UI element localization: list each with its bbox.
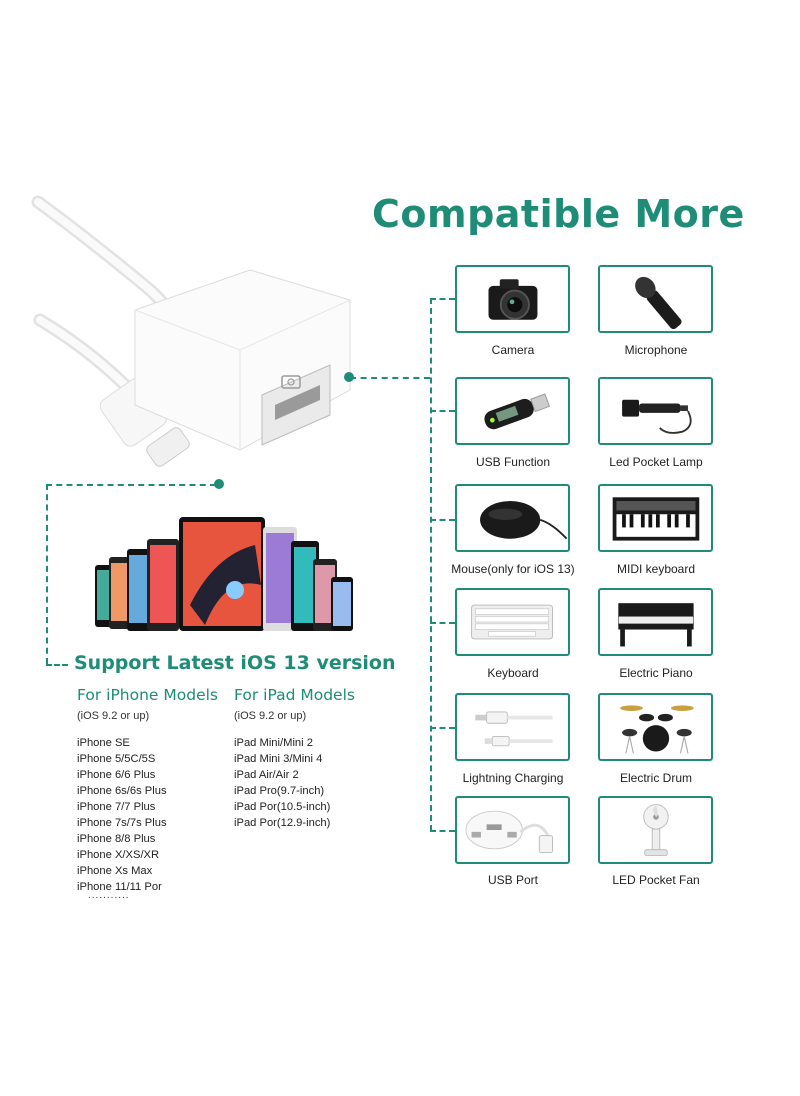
keyboard-icon xyxy=(471,604,553,640)
mouse-label: Mouse(only for iOS 13) xyxy=(451,562,575,576)
list-item: iPhone 6/6 Plus xyxy=(77,769,156,781)
usb-stick-icon xyxy=(484,393,551,430)
connector-branch-4 xyxy=(430,622,455,624)
electric-drum-label: Electric Drum xyxy=(619,771,692,785)
midi-keyboard-label: MIDI keyboard xyxy=(616,562,696,576)
list-item: iPhone 11/11 Por xyxy=(77,881,162,893)
electric-piano-box xyxy=(598,588,713,656)
list-item: iPhone X/XS/XR xyxy=(77,849,160,861)
list-item: iPhone 7s/7s Plus xyxy=(77,817,167,829)
iphone-note: (iOS 9.2 or up) xyxy=(77,710,150,722)
devices-illustration xyxy=(95,517,353,631)
keyboard-box xyxy=(455,588,570,656)
list-item: iPad Air/Air 2 xyxy=(234,769,299,781)
usb-hub-icon xyxy=(465,810,553,854)
mouse-icon xyxy=(480,501,568,540)
led-fan-label: LED Pocket Fan xyxy=(612,873,700,887)
list-item: iPhone 8/8 Plus xyxy=(77,833,156,845)
flashlight-icon xyxy=(622,399,692,434)
drum-icon xyxy=(620,705,694,754)
ipad-model-list: iPad Mini/Mini 2 iPad Mini 3/Mini 4 iPad… xyxy=(234,735,330,831)
lightning-charging-box xyxy=(455,693,570,761)
midi-keyboard-icon xyxy=(612,497,700,541)
usb-function-box xyxy=(455,377,570,445)
usb-port-box xyxy=(455,796,570,864)
mouse-box xyxy=(455,484,570,552)
lightning-charging-label: Lightning Charging xyxy=(462,771,564,785)
usb-adapter-illustration xyxy=(31,195,351,467)
list-item: iPhone 5/5C/5S xyxy=(77,753,156,765)
usb-function-label: USB Function xyxy=(475,455,551,469)
connector-dot-adapter xyxy=(344,372,354,382)
connector-horizontal-left xyxy=(46,484,216,486)
support-headline: Support Latest iOS 13 version xyxy=(74,652,396,674)
microphone-box xyxy=(598,265,713,333)
connector-vertical-right xyxy=(430,298,432,831)
camera-icon xyxy=(488,279,538,320)
led-fan-box xyxy=(598,796,713,864)
piano-icon xyxy=(618,603,694,647)
lightning-cable-icon xyxy=(475,711,553,747)
iphone-heading: For iPhone Models xyxy=(77,686,219,704)
electric-drum-box xyxy=(598,693,713,761)
connector-branch-6 xyxy=(430,830,455,832)
list-item: iPad Por(12.9-inch) xyxy=(234,817,331,829)
keyboard-label: Keyboard xyxy=(487,666,539,680)
more-models-ellipsis: ........... xyxy=(88,890,130,901)
connector-horizontal-top xyxy=(350,377,430,379)
list-item: iPad Pro(9.7-inch) xyxy=(234,785,325,797)
list-item: iPhone SE xyxy=(77,737,130,749)
ipad-heading: For iPad Models xyxy=(234,686,355,704)
list-item: iPad Mini/Mini 2 xyxy=(234,737,313,749)
led-lamp-box xyxy=(598,377,713,445)
connector-branch-1 xyxy=(430,298,455,300)
iphone-model-list: iPhone SE iPhone 5/5C/5S iPhone 6/6 Plus… xyxy=(77,735,167,895)
list-item: iPhone 7/7 Plus xyxy=(77,801,156,813)
midi-keyboard-box xyxy=(598,484,713,552)
list-item: iPad Por(10.5-inch) xyxy=(234,801,331,813)
fan-icon xyxy=(643,804,669,856)
camera-label: Camera xyxy=(491,343,535,357)
microphone-icon xyxy=(635,276,682,330)
usb-port-label: USB Port xyxy=(487,873,538,887)
ipad-note: (iOS 9.2 or up) xyxy=(234,710,307,722)
connector-dot-devices xyxy=(214,479,224,489)
page-title: Compatible More xyxy=(372,192,745,236)
connector-branch-support xyxy=(46,664,68,666)
led-lamp-label: Led Pocket Lamp xyxy=(609,455,703,469)
list-item: iPhone 6s/6s Plus xyxy=(77,785,167,797)
connector-branch-3 xyxy=(430,519,455,521)
connector-branch-5 xyxy=(430,727,455,729)
electric-piano-label: Electric Piano xyxy=(619,666,693,680)
list-item: iPhone Xs Max xyxy=(77,865,153,877)
list-item: iPad Mini 3/Mini 4 xyxy=(234,753,323,765)
microphone-label: Microphone xyxy=(624,343,688,357)
connector-vertical-left xyxy=(46,484,48,664)
camera-box xyxy=(455,265,570,333)
connector-branch-2 xyxy=(430,410,455,412)
